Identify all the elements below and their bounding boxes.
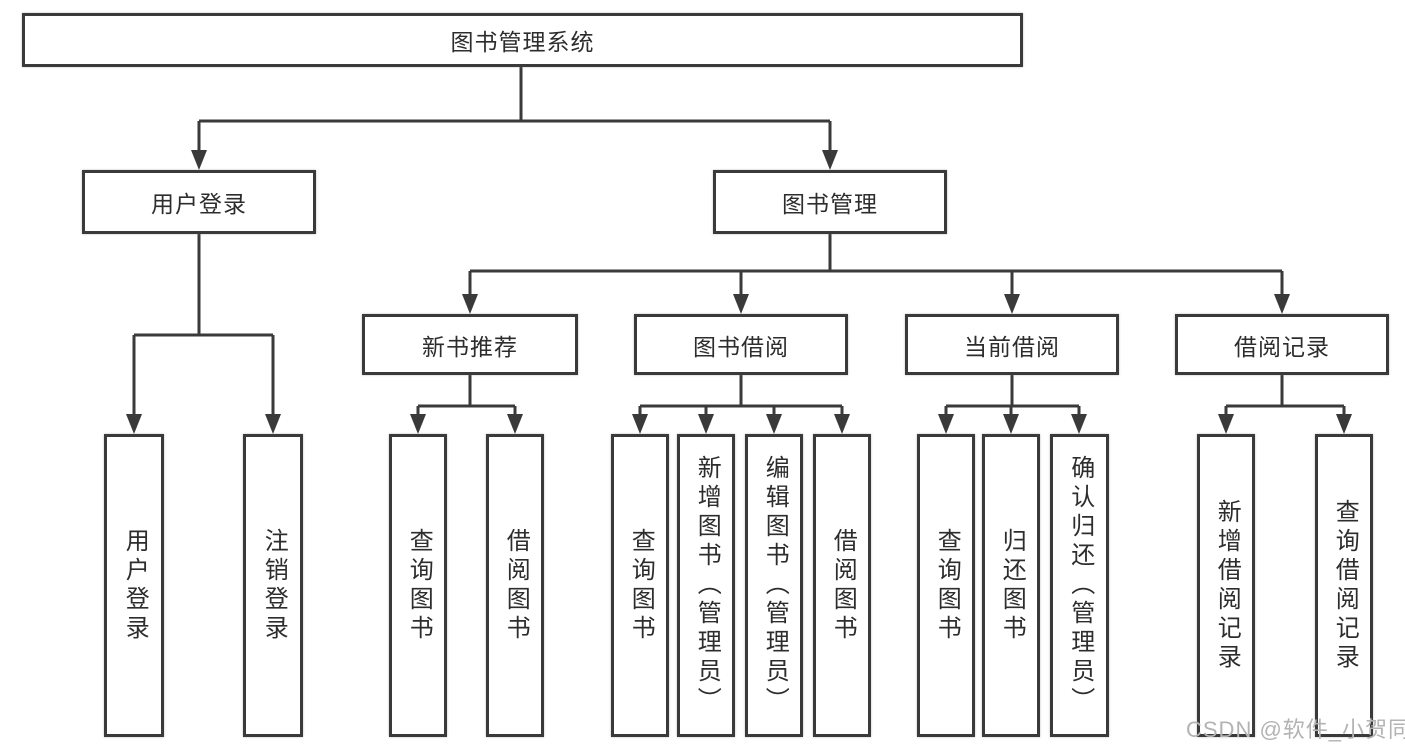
- leaf-borrowing-query-books: 查询图书: [611, 434, 669, 737]
- leaf-borrowing-add-books-admin-label: 新增图书（管理员）: [693, 455, 721, 716]
- leaf-current-query-books-label: 查询图书: [933, 527, 961, 644]
- leaf-borrowing-borrow-books: 借阅图书: [813, 434, 871, 737]
- node-borrowing-records-label: 借阅记录: [1234, 333, 1330, 360]
- leaf-user-login: 用户登录: [104, 434, 164, 737]
- leaf-current-return-books: 归还图书: [982, 434, 1040, 737]
- leaf-borrowing-edit-books-admin: 编辑图书（管理员）: [745, 434, 803, 737]
- leaf-records-query-borrow-record-label: 查询借阅记录: [1331, 498, 1359, 673]
- leaf-current-confirm-return-admin: 确认归还（管理员）: [1050, 434, 1109, 737]
- leaf-borrowing-add-books-admin: 新增图书（管理员）: [677, 434, 735, 737]
- node-library-system-label: 图书管理系统: [450, 29, 595, 55]
- node-library-system: 图书管理系统: [22, 13, 1023, 67]
- leaf-current-return-books-label: 归还图书: [998, 527, 1026, 644]
- leaf-records-query-borrow-record: 查询借阅记录: [1315, 434, 1373, 737]
- leaf-newbooks-borrow-books: 借阅图书: [486, 434, 544, 737]
- leaf-borrowing-borrow-books-label: 借阅图书: [829, 527, 857, 644]
- leaf-current-confirm-return-admin-label: 确认归还（管理员）: [1066, 455, 1094, 716]
- node-new-book-recommendation: 新书推荐: [362, 314, 578, 375]
- leaf-current-query-books: 查询图书: [917, 434, 975, 737]
- leaf-borrowing-edit-books-admin-label: 编辑图书（管理员）: [761, 455, 789, 716]
- node-new-book-recommendation-label: 新书推荐: [422, 333, 518, 360]
- leaf-borrowing-query-books-label: 查询图书: [627, 527, 655, 644]
- node-book-borrowing: 图书借阅: [634, 314, 848, 375]
- tree-edges: [132, 67, 1346, 416]
- leaf-logout-label: 注销登录: [260, 527, 288, 644]
- leaf-newbooks-query-books-label: 查询图书: [405, 527, 433, 644]
- leaf-records-add-borrow-record-label: 新增借阅记录: [1213, 498, 1241, 673]
- node-user-login-label: 用户登录: [151, 191, 247, 217]
- node-current-borrowing-label: 当前借阅: [964, 333, 1060, 360]
- node-current-borrowing: 当前借阅: [905, 314, 1119, 375]
- leaf-user-login-label: 用户登录: [121, 527, 149, 644]
- node-book-management: 图书管理: [713, 170, 947, 234]
- node-borrowing-records: 借阅记录: [1175, 314, 1389, 375]
- node-book-borrowing-label: 图书借阅: [693, 333, 789, 360]
- leaf-logout: 注销登录: [243, 434, 303, 737]
- csdn-watermark: CSDN @软件_小贺同学: [1186, 717, 1405, 742]
- node-user-login: 用户登录: [82, 170, 316, 234]
- leaf-records-add-borrow-record: 新增借阅记录: [1197, 434, 1255, 737]
- leaf-newbooks-borrow-books-label: 借阅图书: [502, 527, 530, 644]
- leaf-newbooks-query-books: 查询图书: [389, 434, 447, 737]
- node-book-management-label: 图书管理: [782, 191, 878, 217]
